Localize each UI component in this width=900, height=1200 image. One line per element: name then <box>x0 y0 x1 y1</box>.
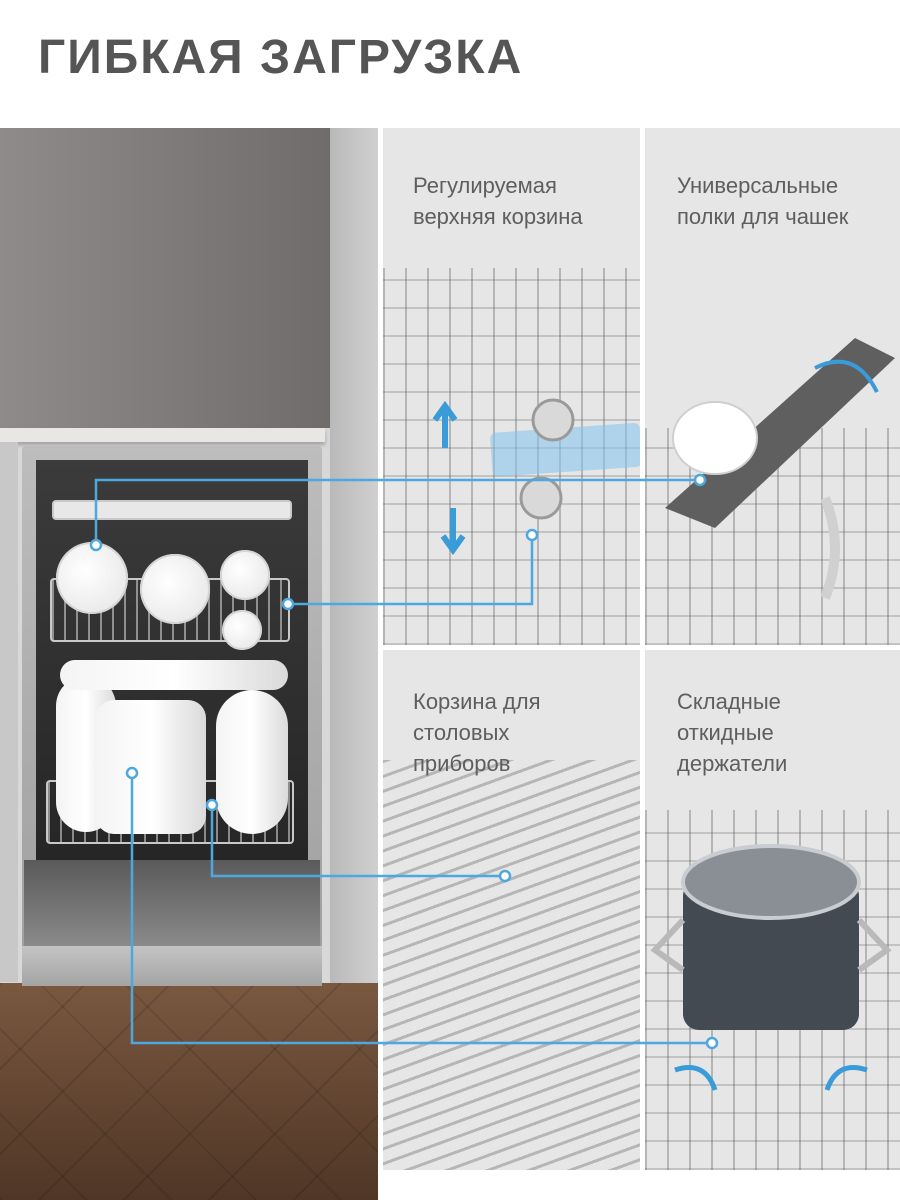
pot-rim <box>681 844 861 920</box>
plate <box>96 700 206 834</box>
up-arrow-icon <box>432 400 458 448</box>
panel-cutlery-basket: Корзина для столовых приборов <box>383 650 640 1170</box>
bowl <box>140 554 210 624</box>
cutlery-tray <box>52 500 292 520</box>
dishwasher <box>22 446 322 986</box>
cup-shelf <box>665 338 895 528</box>
page-title: ГИБКАЯ ЗАГРУЗКА <box>38 31 524 84</box>
countertop <box>0 428 325 442</box>
down-arrow-icon <box>440 508 466 556</box>
panel-upper-basket: Регулируемая верхняя корзина <box>383 128 640 645</box>
adjuster-rail <box>490 423 640 477</box>
dishwasher-scene <box>0 128 378 1200</box>
plate-stack <box>60 660 288 690</box>
dishwasher-interior <box>36 460 308 860</box>
cutlery-pattern <box>383 760 640 1170</box>
wheel <box>519 476 563 520</box>
panel-label-cutlery-basket: Корзина для столовых приборов <box>413 689 541 776</box>
basket-illustration <box>432 398 640 556</box>
dishwasher-door <box>24 860 320 950</box>
fold-arrow-icon <box>824 1065 868 1091</box>
wheel <box>531 398 575 442</box>
pot-handle <box>856 917 892 973</box>
cup <box>672 401 758 475</box>
panel-label-cup-shelves: Универсальные полки для чашек <box>677 173 849 229</box>
bowl <box>56 542 128 614</box>
pot-handle <box>650 917 686 973</box>
side-cabinet <box>0 442 18 982</box>
pot-illustration <box>650 844 892 1091</box>
rotate-arrow-icon <box>814 359 879 393</box>
cup <box>222 610 262 650</box>
panel-label-upper-basket: Регулируемая верхняя корзина <box>413 173 583 229</box>
cup <box>220 550 270 600</box>
panel-label-folding-holders: Складные откидные держатели <box>677 689 788 776</box>
panel-folding-holders: Складные откидные держатели <box>645 650 900 1170</box>
wine-glass <box>820 496 840 600</box>
panel-cup-shelves: Универсальные полки для чашек <box>645 128 900 645</box>
kitchen-cabinet <box>0 128 330 428</box>
dishwasher-base <box>22 946 322 986</box>
wooden-floor <box>0 983 378 1200</box>
pot <box>683 880 859 1030</box>
cup-shelf-illustration <box>665 338 895 600</box>
fold-arrow-icon <box>674 1065 718 1091</box>
plate <box>216 690 288 834</box>
